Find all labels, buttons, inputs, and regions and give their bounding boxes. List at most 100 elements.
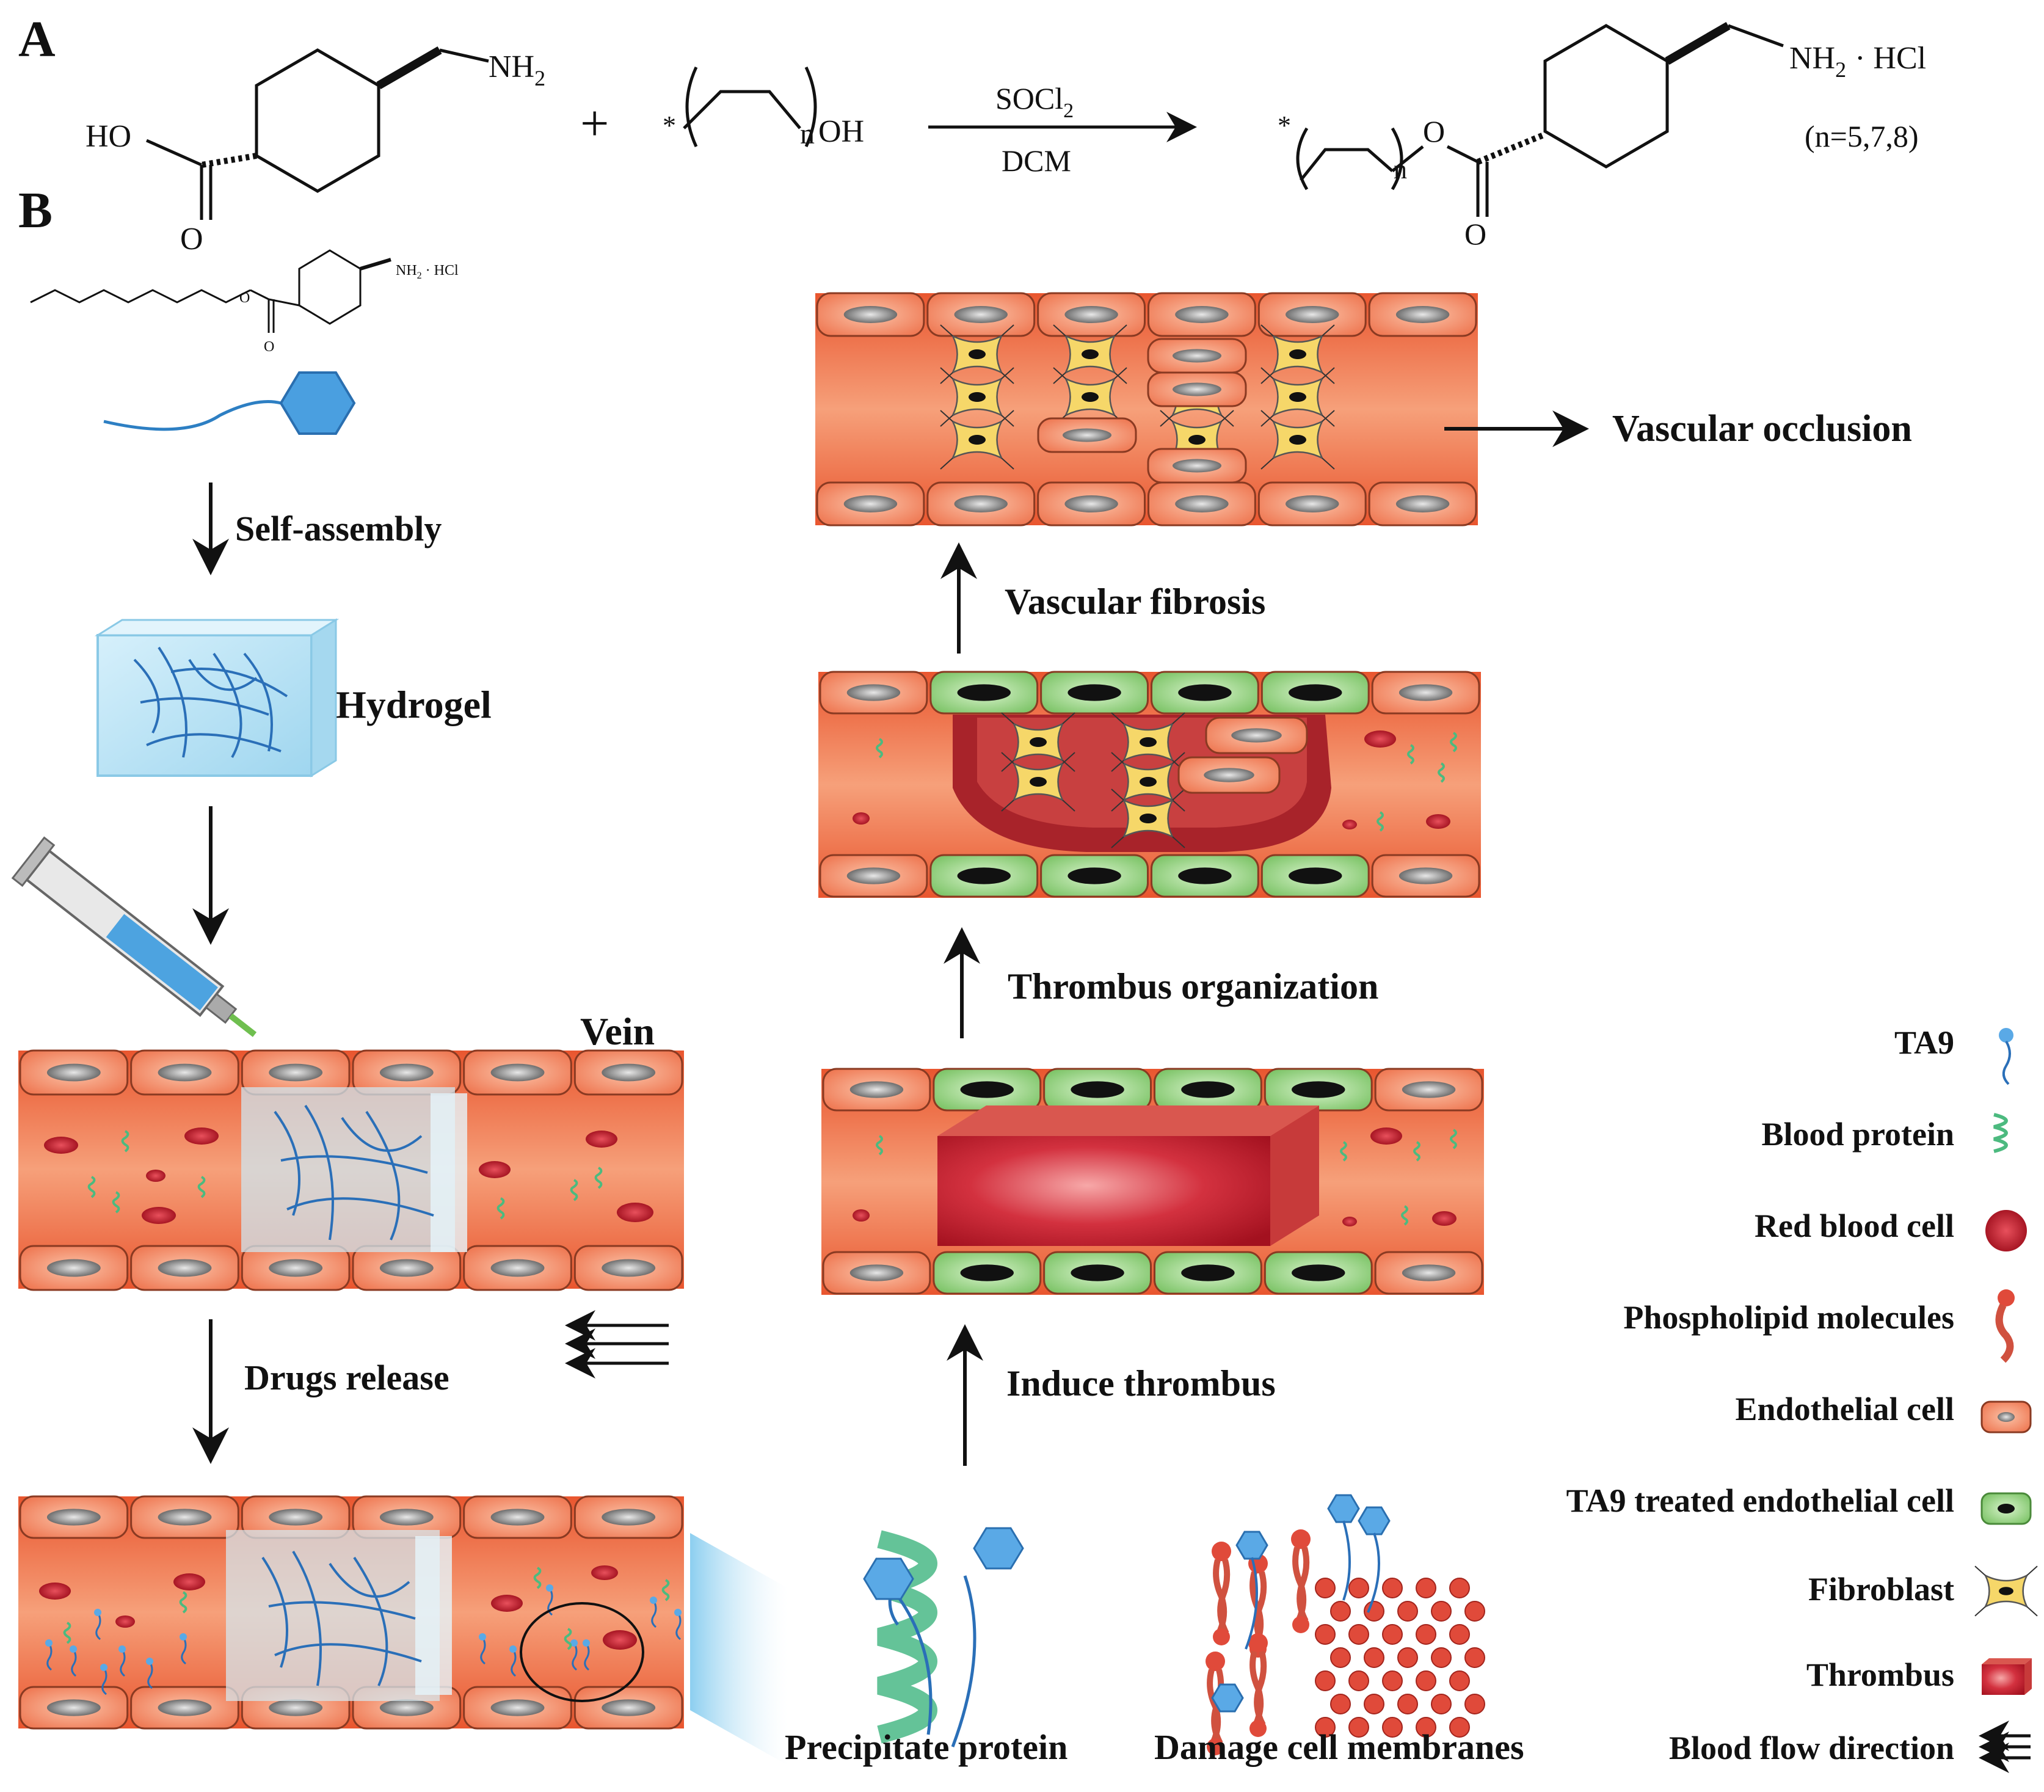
fibroblast <box>1001 752 1075 812</box>
endothelial-cell <box>822 1251 931 1295</box>
phospholipid-head <box>1416 1624 1436 1645</box>
small-ester-o: O <box>239 290 250 306</box>
fibroblast <box>1260 367 1335 427</box>
red-blood-cell <box>115 1615 135 1628</box>
phospholipid-head <box>1397 1647 1418 1668</box>
damaged-membrane-illustration <box>1206 1494 1485 1755</box>
ta9-molecule <box>674 1609 682 1641</box>
phospholipid-head <box>1449 1578 1470 1598</box>
blood-protein <box>179 1591 187 1614</box>
legend-item: Fibroblast <box>1808 1565 2038 1617</box>
phospholipid-head <box>1449 1624 1470 1645</box>
blood-flow-arrows <box>565 1310 669 1379</box>
treated-endothelial-cell <box>1040 671 1149 715</box>
endothelial-cell <box>1205 716 1308 754</box>
label-damage-membranes: Damage cell membranes <box>1154 1727 1524 1767</box>
treated-endothelial-cell <box>1043 1068 1152 1112</box>
label-vascular-fibrosis: Vascular fibrosis <box>1005 581 1265 622</box>
endothelial-cell <box>130 1686 239 1730</box>
blood-protein <box>1450 1129 1457 1149</box>
ta9-head <box>1358 1506 1391 1535</box>
endothelial-cell <box>463 1049 572 1096</box>
endothelial-cell <box>352 1245 462 1291</box>
zoom-circle <box>520 1602 644 1702</box>
red-blood-cell <box>1432 1211 1457 1226</box>
hydrogel-releasing <box>226 1530 452 1701</box>
ta9-molecule <box>650 1597 657 1628</box>
red-blood-cell <box>44 1137 78 1154</box>
endothelial-cell <box>1177 756 1281 794</box>
endothelial-cell <box>816 292 925 337</box>
phospholipid-head <box>1382 1670 1403 1691</box>
endothelial-cell <box>130 1245 239 1291</box>
thrombus-block <box>937 1105 1319 1246</box>
endothelial-cell <box>1368 481 1477 526</box>
endothelial-cell <box>1371 671 1480 715</box>
phospholipid-icon <box>1995 1289 2015 1363</box>
ta9-molecule <box>118 1645 126 1677</box>
blood-protein <box>564 1628 572 1650</box>
red-blood-cell <box>1342 820 1357 829</box>
reactant-n: n <box>800 118 815 150</box>
endothelial-cell <box>1037 481 1146 526</box>
red-blood-cell <box>173 1573 205 1590</box>
red-blood-cell <box>1342 1217 1357 1226</box>
endothelial-cell <box>19 1245 129 1291</box>
endothelial-cell <box>1257 292 1367 337</box>
chain-length-range: (n=5,7,8) <box>1805 119 1919 153</box>
reactant-nh2: NH2 <box>489 49 545 90</box>
treated-endothelial-cell-icon <box>1980 1492 2032 1525</box>
legend-label: Endothelial cell <box>1735 1391 1954 1427</box>
red-blood-cell <box>39 1583 71 1600</box>
phospholipid-head <box>1449 1717 1470 1738</box>
phospholipid-head <box>1382 1578 1403 1598</box>
phospholipid-head <box>1431 1601 1452 1622</box>
endothelial-cell <box>1371 854 1480 898</box>
ta9-molecule <box>100 1664 107 1695</box>
blood-protein <box>1450 732 1457 752</box>
phospholipid-head <box>1348 1717 1369 1738</box>
label-vascular-occlusion: Vascular occlusion <box>1612 408 1912 450</box>
endothelial-cell <box>573 1245 683 1291</box>
reactant-ho: HO <box>85 119 131 154</box>
legend-item: Blood protein <box>1761 1113 2008 1153</box>
blood-protein <box>121 1130 129 1153</box>
ta9-molecule <box>570 1639 578 1671</box>
endothelial-cell <box>816 481 925 526</box>
endothelial-cell <box>1147 338 1247 374</box>
endothelial-cell <box>1368 292 1477 337</box>
endothelial-cell <box>463 1686 572 1730</box>
legend-label: Red blood cell <box>1755 1207 1954 1244</box>
phospholipid-head <box>1348 1670 1369 1691</box>
blood-protein <box>876 1135 883 1156</box>
red-blood-cell <box>142 1207 176 1224</box>
treated-endothelial-cell <box>1151 671 1259 715</box>
treated-endothelial-cell <box>1040 854 1149 898</box>
reactant-alcohol <box>683 66 817 148</box>
endothelial-cell <box>573 1686 683 1730</box>
fibroblast <box>1974 1565 2038 1617</box>
phospholipid-molecule <box>1248 1633 1268 1737</box>
endothelial-cell <box>241 1495 351 1539</box>
reactant-oh: OH <box>818 114 864 149</box>
blood-protein <box>63 1622 71 1644</box>
legend-label: Blood flow direction <box>1669 1730 1954 1766</box>
endothelial-cell <box>573 1495 683 1539</box>
legend-item: Thrombus <box>1806 1656 2032 1695</box>
reactant-tranexamic-acid <box>145 46 489 220</box>
endothelial-cell <box>241 1049 351 1096</box>
phospholipid-head <box>1382 1624 1403 1645</box>
blood-protein <box>594 1167 603 1189</box>
red-blood-cell <box>603 1630 637 1650</box>
ta9-molecule <box>45 1639 53 1671</box>
hydrogel-cube <box>94 618 340 778</box>
label-vein: Vein <box>580 1010 655 1053</box>
treated-endothelial-cell <box>1260 854 1370 898</box>
phospholipid-head <box>1431 1647 1452 1668</box>
fibroblast <box>1053 367 1127 427</box>
blood-protein <box>876 738 883 759</box>
treated-endothelial-cell <box>1264 1251 1373 1295</box>
phospholipid-head <box>1364 1694 1384 1714</box>
endothelial-cell <box>463 1495 572 1539</box>
